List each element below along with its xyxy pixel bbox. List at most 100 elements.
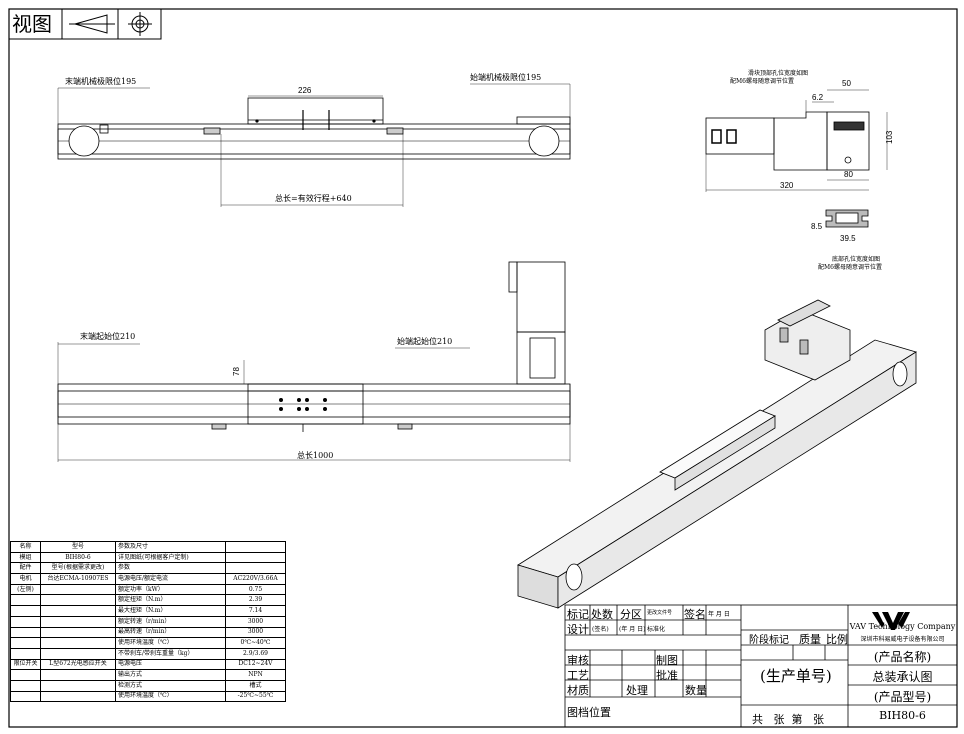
title-block-frame <box>564 604 958 728</box>
spec-cell: 配件 <box>10 562 41 575</box>
tb-zhiliang: 质量 <box>799 633 821 646</box>
spec-cell <box>10 626 41 639</box>
spec-cell <box>10 647 41 660</box>
spec-cell <box>10 669 41 681</box>
spec-row: 配件型号(根据需求更改)参数 <box>10 562 286 575</box>
top-total-length-label: 总长=有效行程+640 <box>275 194 352 203</box>
spec-cell: 电源电压 <box>115 658 226 671</box>
tb-pizhun: 批准 <box>656 669 678 682</box>
tb-qianming-paren: (签名) <box>592 626 609 633</box>
spec-cell <box>10 679 41 692</box>
spec-cell <box>40 583 116 596</box>
spec-cell <box>10 605 41 617</box>
spec-cell <box>10 594 41 607</box>
spec-cell: NPN <box>225 669 286 681</box>
spec-cell <box>40 679 116 692</box>
tb-production-no: (生产单号) <box>760 667 832 685</box>
spec-cell: 检测方式 <box>115 679 226 692</box>
spec-cell: 额定转速（r/min） <box>115 615 226 628</box>
spec-cell: (左侧) <box>10 583 41 596</box>
spec-row: 额定扭矩（N.m）2.39 <box>10 594 286 607</box>
spec-cell: 型号 <box>40 541 116 553</box>
spec-cell: 2.9/3.69 <box>225 647 286 660</box>
view-label: 视图 <box>12 12 52 36</box>
spec-cell: 最高转速（r/min） <box>115 626 226 639</box>
tb-nianyueri: 年 月 日 <box>708 611 730 618</box>
spec-cell: 0℃~40℃ <box>225 637 286 649</box>
spec-cell <box>10 690 41 703</box>
spec-cell: 额定扭矩（N.m） <box>115 594 226 607</box>
tb-biaozhunhua: 标准化 <box>647 626 666 633</box>
dim-8-5: 8.5 <box>811 222 823 231</box>
spec-cell <box>225 541 286 553</box>
spec-cell <box>40 626 116 639</box>
spec-row: (左侧)额定功率（kW）0.75 <box>10 583 286 596</box>
tb-product-model: BIH80-6 <box>879 709 926 722</box>
front-height-label: 78 <box>232 367 241 376</box>
tb-company-en: VAV Technology Company <box>849 622 956 631</box>
spec-cell: 详见图纸(可根据客户定制) <box>115 551 226 564</box>
tb-gongyi: 工艺 <box>567 669 589 682</box>
spec-cell: 最大扭矩（N.m） <box>115 605 226 617</box>
spec-cell: 限位开关 <box>10 658 41 671</box>
front-right-start-label: 始端起始位210 <box>397 337 453 346</box>
spec-cell: AC220V/3.66A <box>225 573 286 585</box>
spec-row: 最高转速（r/min）3000 <box>10 626 286 639</box>
tb-product-name-label: (产品名称) <box>873 650 932 664</box>
isometric-view <box>517 299 917 609</box>
dim-39-5: 39.5 <box>840 234 856 243</box>
tb-sheji: 设计 <box>567 623 589 636</box>
tb-chushu: 处数 <box>591 608 613 621</box>
tb-product-model-label: (产品型号) <box>873 690 932 704</box>
projection-circle-icon <box>128 12 152 36</box>
spec-cell: 模组 <box>10 551 41 564</box>
side-note-line2: 配M6螺母随意调节位置 <box>730 78 794 85</box>
dim-80: 80 <box>844 170 853 179</box>
tb-fenqu: 分区 <box>620 608 642 621</box>
spec-cell: BIH80-6 <box>40 551 116 564</box>
tb-company-cn: 深圳市科易威电子设备有限公司 <box>860 636 945 643</box>
tb-jieduan: 阶段标记 <box>749 635 789 646</box>
spec-cell <box>40 690 116 703</box>
dim-103: 103 <box>885 130 894 144</box>
top-right-limit-label: 始端机械极限位195 <box>470 73 542 82</box>
tb-product-name: 总装承认图 <box>872 670 933 684</box>
spec-cell <box>40 669 116 681</box>
spec-cell: 型号(根据需求更改) <box>40 562 116 575</box>
tb-qianming: 签名 <box>684 608 706 621</box>
spec-cell <box>225 551 286 564</box>
tb-biaoji: 标记 <box>567 608 589 621</box>
tb-bili: 比例 <box>826 633 848 646</box>
side-view <box>705 89 888 192</box>
tb-tudang: 图档位置 <box>567 706 611 719</box>
spec-cell <box>10 615 41 628</box>
dim-320: 320 <box>780 181 794 190</box>
spec-cell <box>40 615 116 628</box>
spec-cell: 不带刹车/带刹车重量（kg） <box>115 647 226 660</box>
spec-cell <box>10 637 41 649</box>
spec-row: 额定转速（r/min）3000 <box>10 615 286 628</box>
spec-cell: 电源电压/额定电流 <box>115 573 226 585</box>
profile-note-line1: 底部孔位宽度如图 <box>832 256 881 263</box>
spec-cell: 3000 <box>225 626 286 639</box>
tb-cailiao: 材质 <box>567 684 589 697</box>
spec-cell: DC12~24V <box>225 658 286 671</box>
spec-row: 名称型号参数及尺寸 <box>10 541 286 553</box>
spec-cell <box>40 605 116 617</box>
spec-cell <box>40 594 116 607</box>
spec-cell: 额定功率（kW） <box>115 583 226 596</box>
spec-cell: 使用环境温度（℃） <box>115 690 226 703</box>
spec-cell: 电机 <box>10 573 41 585</box>
spec-row: 检测方式槽式 <box>10 679 286 692</box>
spec-row: 不带刹车/带刹车重量（kg）2.9/3.69 <box>10 647 286 660</box>
projection-cone-icon <box>69 14 115 34</box>
front-left-start-label: 末端起始位210 <box>80 332 136 341</box>
tb-sheets: 共 张 第 张 <box>752 713 824 726</box>
profile-note-line2: 配M6螺母随意调节位置 <box>818 264 882 271</box>
side-note-line1: 滑块顶部孔位宽度如图 <box>748 70 809 77</box>
